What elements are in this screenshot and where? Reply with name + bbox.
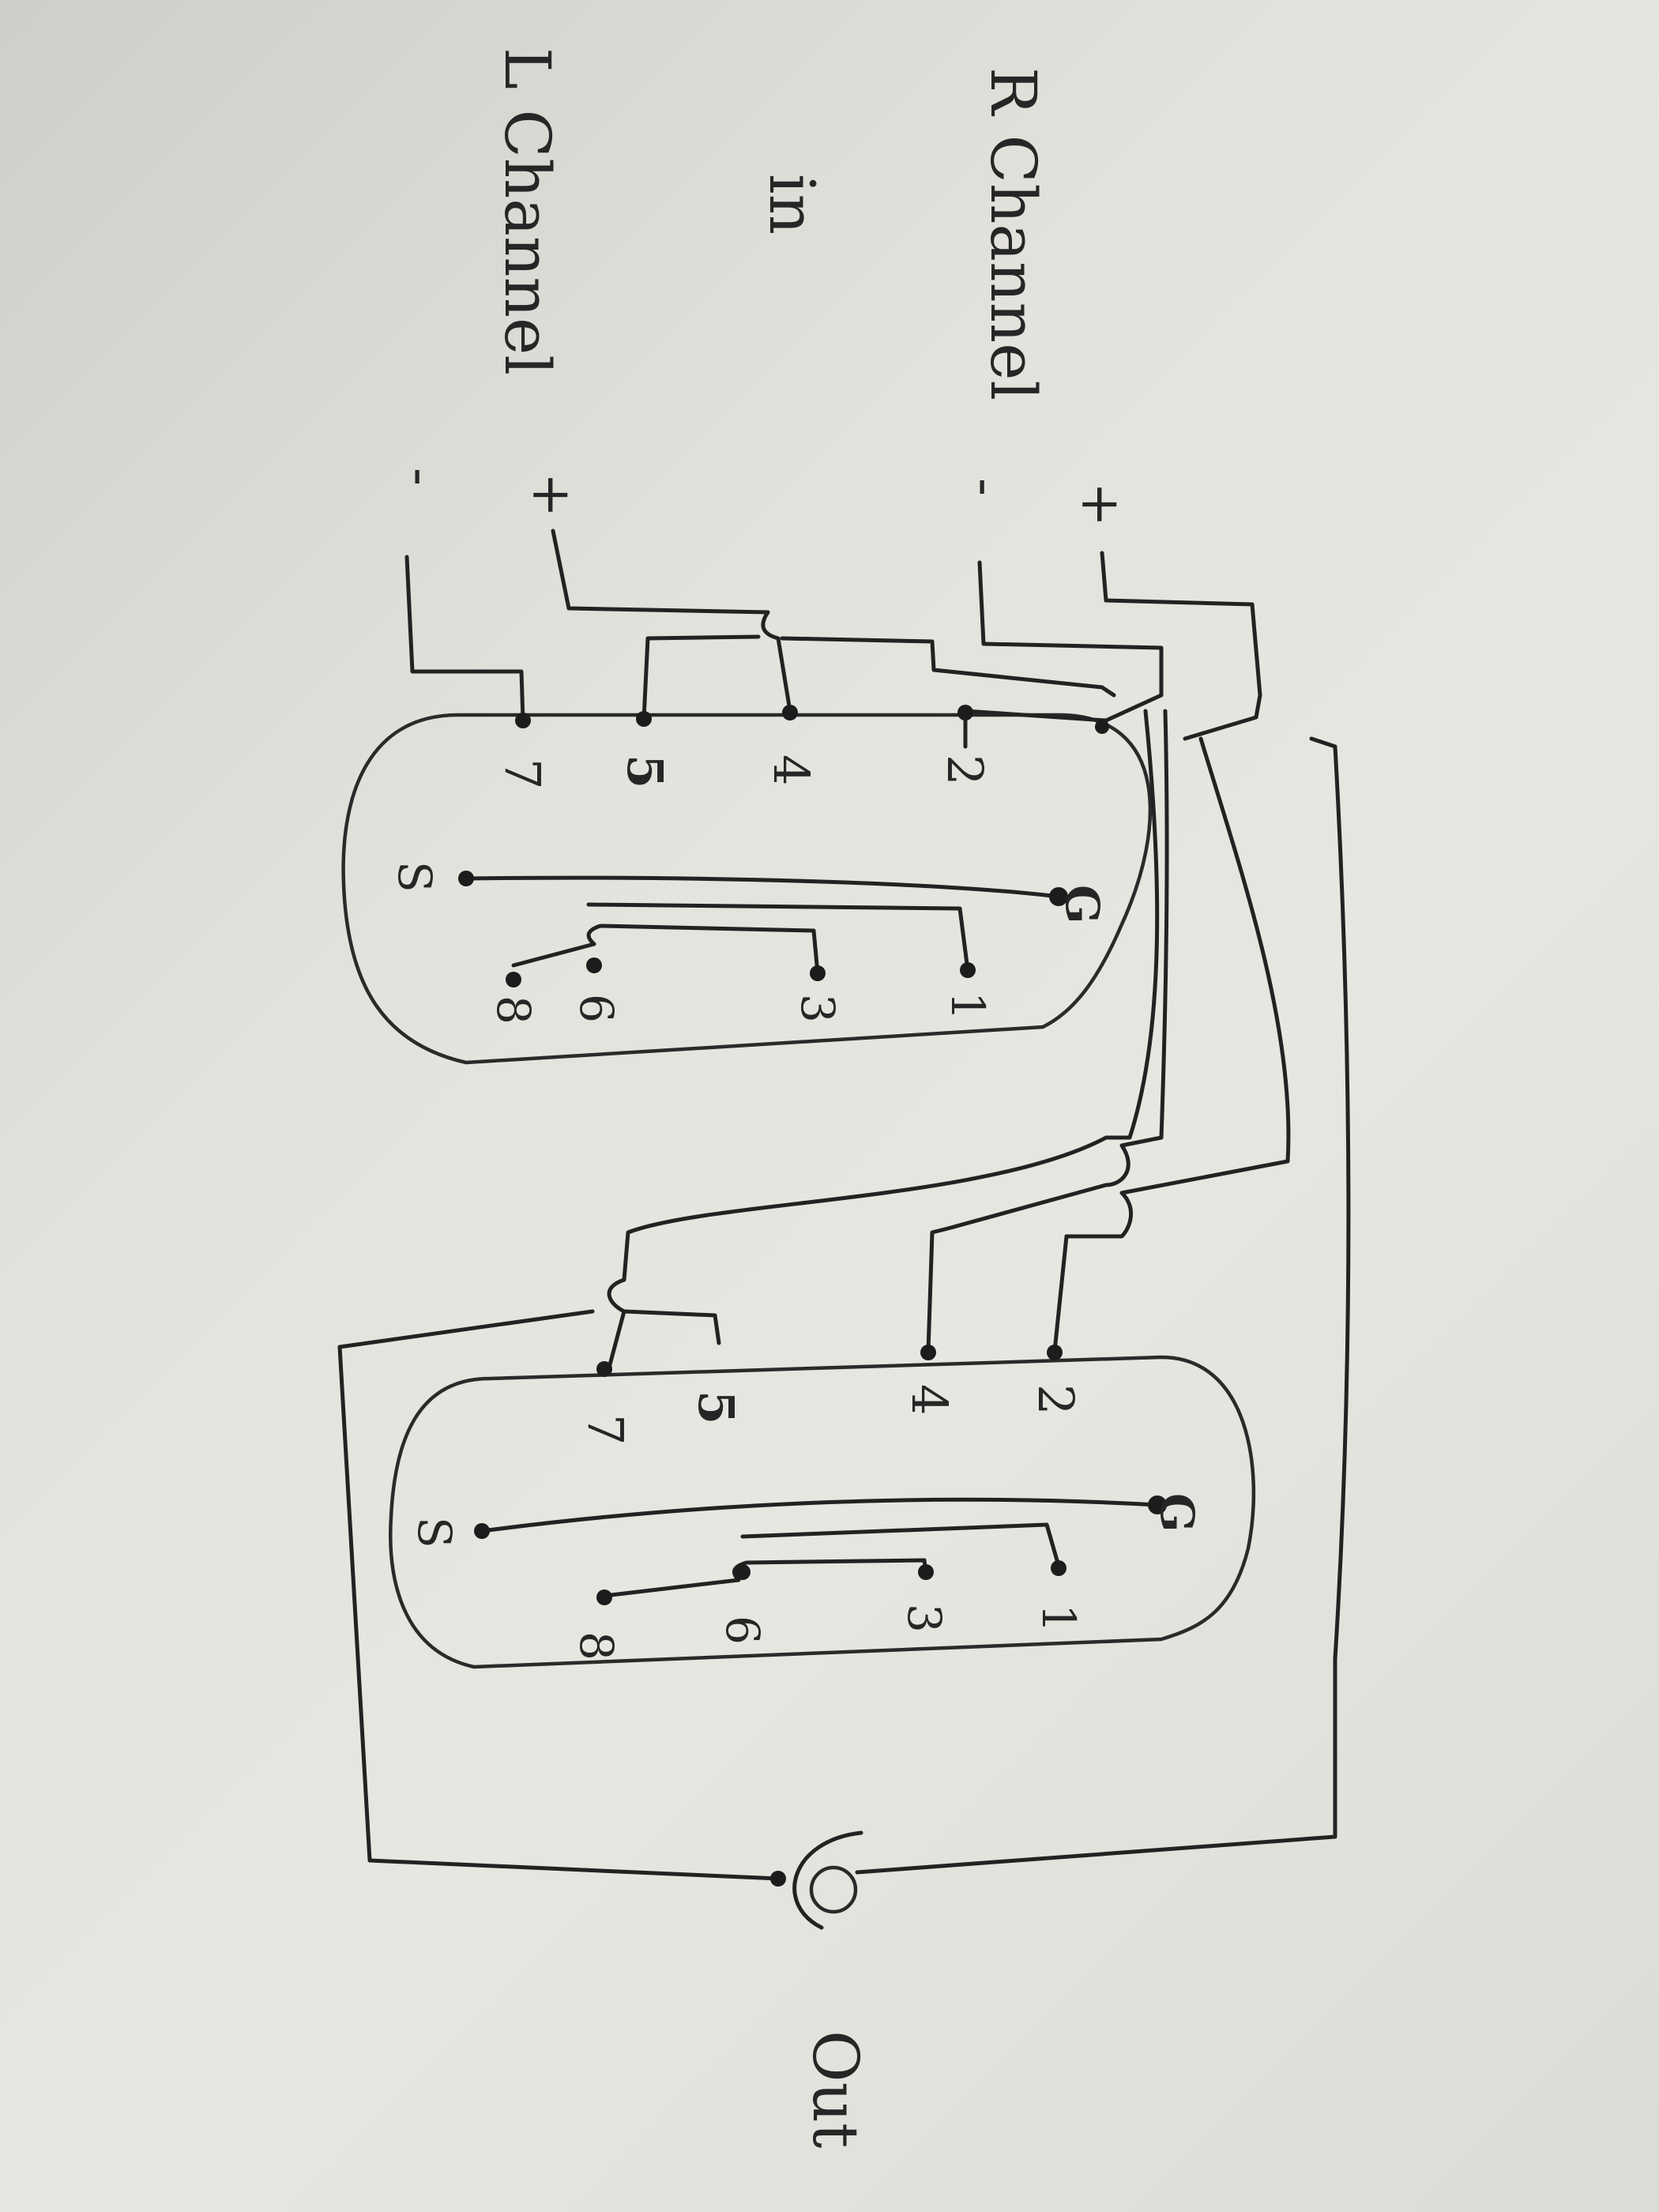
bottom-terminal-7: 7 <box>577 1414 634 1445</box>
output-jack-tip <box>809 1865 858 1914</box>
top-terminal-6: 6 <box>570 994 623 1023</box>
wire-bottom-5 <box>622 1309 721 1345</box>
top-terminal-5: 5 <box>616 754 674 788</box>
in-label: in <box>755 174 829 235</box>
top-terminal-1: 1 <box>941 991 995 1021</box>
bottom-terminal-6: 6 <box>716 1616 769 1645</box>
top-terminal-2: 2 <box>936 754 994 785</box>
l-channel-label: L Channel <box>491 47 564 375</box>
wire-output-tip <box>855 736 1351 1875</box>
wire-output-sleeve <box>337 1309 781 1881</box>
bottom-terminal-8: 8 <box>570 1631 623 1661</box>
r-plus-label: + <box>1069 482 1131 527</box>
top-terminal-8: 8 <box>487 995 540 1025</box>
r-minus-label: - <box>954 478 1017 496</box>
wire-top-5 <box>641 634 1116 721</box>
wire-l-plus <box>551 529 792 713</box>
top-terminal-s: S <box>388 861 442 893</box>
bottom-terminal-1: 1 <box>1032 1604 1085 1633</box>
top-terminal-g: G <box>1055 885 1109 924</box>
top-terminal-3: 3 <box>791 994 845 1023</box>
top-terminal-4: 4 <box>762 754 820 785</box>
bottom-terminal-5: 5 <box>687 1390 745 1424</box>
out-label: Out <box>799 2030 872 2148</box>
output-jack-body <box>792 1830 863 1930</box>
bottom-terminal-3: 3 <box>897 1604 951 1633</box>
wire-to-bottom-7 <box>606 709 1160 1373</box>
wire-to-bottom-2 <box>1052 736 1291 1353</box>
bottom-terminal-4: 4 <box>901 1384 958 1415</box>
top-6-8-link <box>511 924 820 976</box>
wire-r-minus <box>963 560 1164 723</box>
bottom-switch-outline <box>389 1355 1256 1669</box>
bottom-s-g-line <box>480 1497 1160 1533</box>
l-minus-label: - <box>389 468 452 486</box>
terminal-dots <box>458 705 1167 1887</box>
top-terminal-7: 7 <box>494 758 551 789</box>
bottom-terminal-s: S <box>408 1517 461 1548</box>
l-plus-label: + <box>520 472 582 517</box>
r-channel-label: R Channel <box>976 67 1050 401</box>
top-s-g-line <box>464 875 1061 899</box>
wire-l-minus <box>404 555 525 723</box>
wire-r-plus <box>1100 551 1262 741</box>
top-switch-outline <box>341 713 1153 1065</box>
wire-to-bottom-4 <box>926 709 1169 1353</box>
top-bottom-bus <box>586 902 970 972</box>
bottom-6-8-link <box>602 1558 928 1598</box>
bottom-terminal-g: G <box>1150 1493 1204 1533</box>
bottom-terminal-2: 2 <box>1027 1384 1085 1415</box>
bottom-bus <box>740 1522 1061 1568</box>
